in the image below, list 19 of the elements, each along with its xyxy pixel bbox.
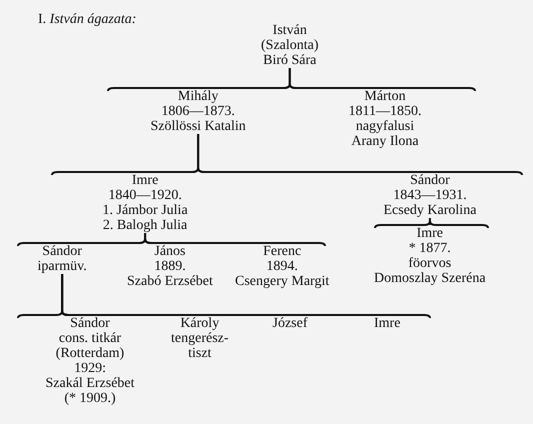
person-entry: Mihály 1806—1873. Szöllössi Katalin (150, 88, 246, 134)
person-entry: János 1889. Szabó Erzsébet (127, 243, 213, 289)
person-entry: István (Szalonta) Biró Sára (261, 22, 319, 68)
descent-line (61, 274, 388, 316)
descent-line (288, 68, 385, 89)
descent-line (428, 218, 431, 226)
descent-line (197, 134, 430, 173)
person-entry: Imre 1840—1920. 1. Jámbor Julia 2. Balogh Julia (102, 172, 188, 233)
person-entry: Sándor cons. titkár (Rotterdam) 1929: Szakál Erzsébet (* 1909.) (46, 315, 135, 406)
person-entry: Imre * 1877. föorvos Domoszlay Szeréna (374, 225, 486, 286)
section-title: I. István ágazata: (38, 12, 136, 27)
descent-line (144, 233, 282, 244)
person-entry: József (272, 315, 308, 331)
person-entry: Márton 1811—1850. nagyfalusi Arany Ilona (340, 88, 430, 149)
person-entry: Sándor iparmüv. (38, 243, 87, 274)
person-entry: Sándor 1843—1931. Ecsedy Karolina (384, 172, 476, 218)
person-entry: Imre (374, 315, 400, 331)
person-entry: Károly tengerész- tiszt (171, 315, 229, 361)
person-entry: Ferenc 1894. Csengery Margit (235, 243, 330, 289)
